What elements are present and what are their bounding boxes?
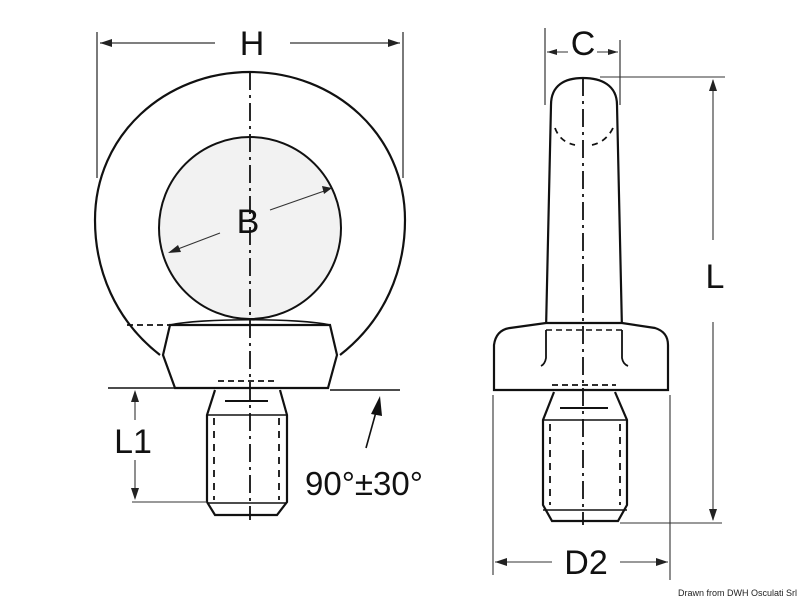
side-view: C L <box>492 25 725 582</box>
dimension-l1: L1 <box>108 390 207 503</box>
threaded-shank <box>205 389 289 517</box>
eye-stem-profile <box>544 76 624 331</box>
side-threaded-shank <box>541 391 629 523</box>
dimension-l: L <box>600 76 725 524</box>
label-l: L <box>706 258 725 296</box>
angle-label: 90°±30° <box>305 465 423 502</box>
side-collar <box>492 321 670 392</box>
label-c: C <box>571 25 596 63</box>
label-h: H <box>240 25 265 63</box>
front-view: H B <box>93 25 423 520</box>
dimension-c: C <box>544 25 621 105</box>
dimension-d2: D2 <box>492 395 671 582</box>
label-b: B <box>237 203 260 241</box>
label-d2: D2 <box>564 544 607 582</box>
label-l1: L1 <box>114 423 152 461</box>
dimension-b: B <box>168 186 332 253</box>
angle-note: 90°±30° <box>305 396 423 502</box>
credit-text: Drawn from DWH Osculati Srl <box>678 588 797 598</box>
dimension-h: H <box>100 25 400 63</box>
